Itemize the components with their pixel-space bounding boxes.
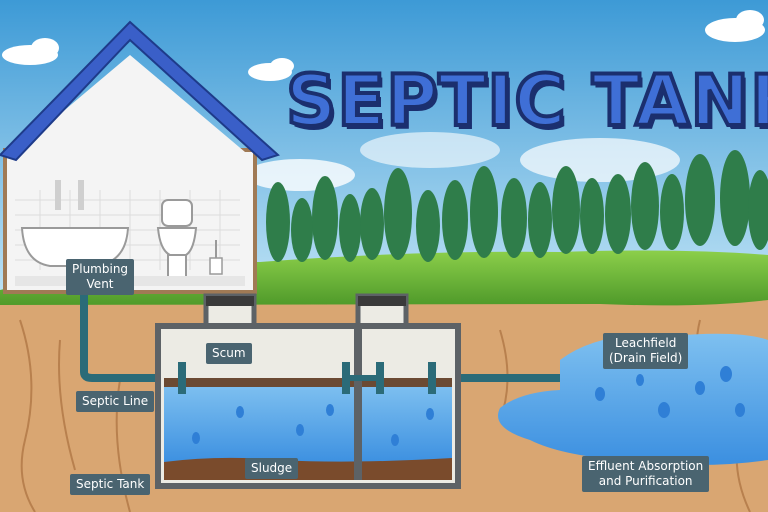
tree-line [266,150,768,262]
scum-layer [164,378,452,387]
label-scum: Scum [206,343,252,364]
label-sludge: Sludge [245,458,299,479]
septic-tank [155,293,461,489]
leachfield-drops [595,366,745,418]
diagram-title: SEPTIC TANK [284,58,768,144]
septic-line-pipe [80,288,184,382]
label-septic-line: Septic Line [76,391,155,412]
label-plumbing-vent: Plumbing Vent [66,259,135,295]
sludge-layer [164,457,452,480]
label-leachfield: Leachfield (Drain Field) [603,333,689,369]
toilet-tank [161,199,193,227]
label-effluent: Effluent Absorption and Purification [582,456,710,492]
tank-water [164,385,452,465]
clouds [2,10,765,191]
label-septic-tank: Septic Tank [70,474,151,495]
leachfield-pool [498,333,768,465]
